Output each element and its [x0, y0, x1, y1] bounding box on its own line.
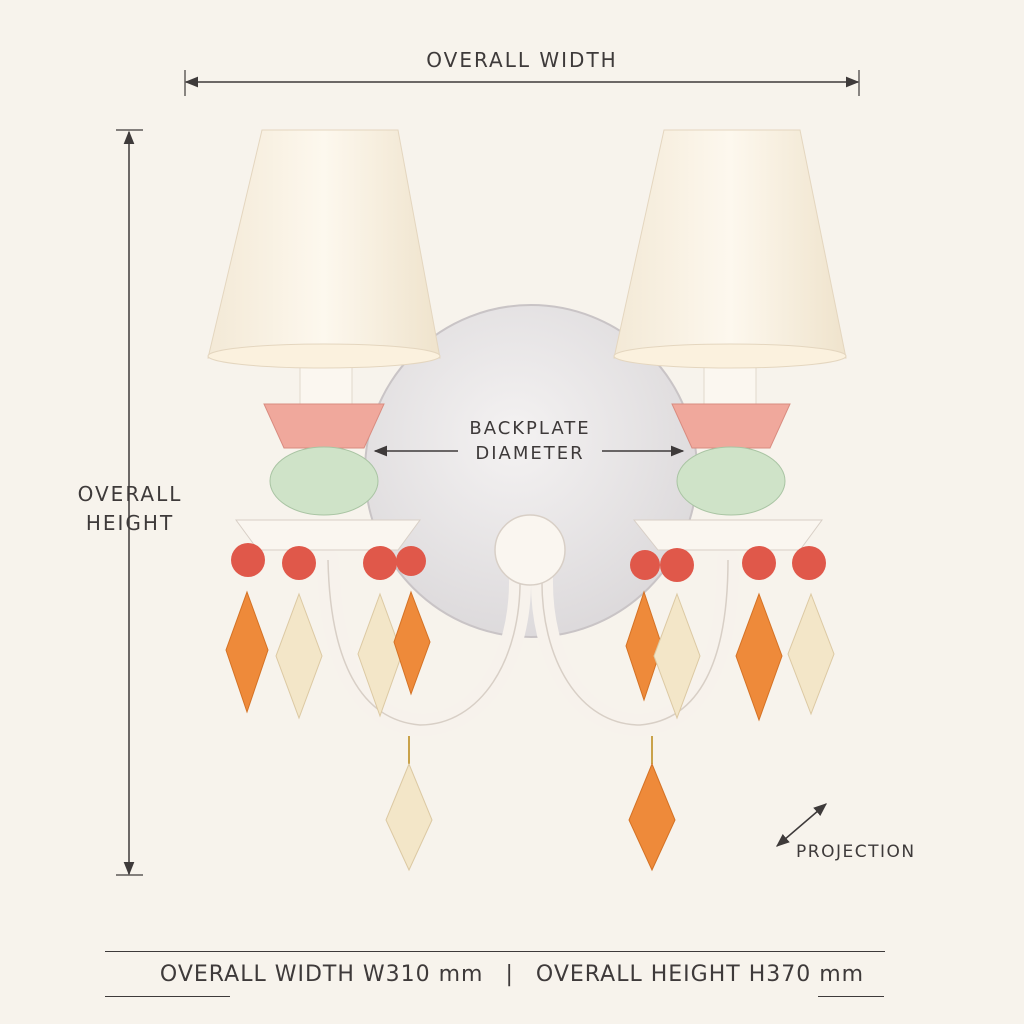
right-light — [613, 129, 847, 551]
spec-top-rule — [105, 951, 885, 952]
left-light — [207, 129, 441, 551]
spec-strip: OVERALL WIDTH W310 mm | OVERALL HEIGHT H… — [0, 962, 1024, 987]
spec-width: OVERALL WIDTH W310 mm — [159, 962, 484, 987]
spec-bottom-rule-right — [818, 996, 884, 997]
backplate-line1: BACKPLATE — [469, 418, 591, 439]
backplate-line2: DIAMETER — [475, 443, 585, 464]
spec-bottom-rule-left — [105, 996, 230, 997]
projection-label: PROJECTION — [796, 842, 916, 862]
spec-height: OVERALL HEIGHT H370 mm — [535, 962, 865, 987]
overall-height-label: OVERALL HEIGHT — [40, 480, 220, 538]
spec-separator: | — [505, 962, 514, 987]
left-lamp-shade — [207, 129, 441, 359]
right-lamp-shade — [613, 129, 847, 359]
overall-height-line2: HEIGHT — [85, 511, 175, 535]
right-pendants — [625, 546, 835, 872]
center-knob — [494, 514, 566, 586]
overall-width-label: OVERALL WIDTH — [426, 48, 618, 72]
diagonal-arrow-icon — [775, 803, 828, 847]
left-pendants — [225, 543, 433, 872]
overall-height-line1: OVERALL — [77, 482, 183, 506]
backplate-label: BACKPLATE DIAMETER — [440, 416, 620, 466]
